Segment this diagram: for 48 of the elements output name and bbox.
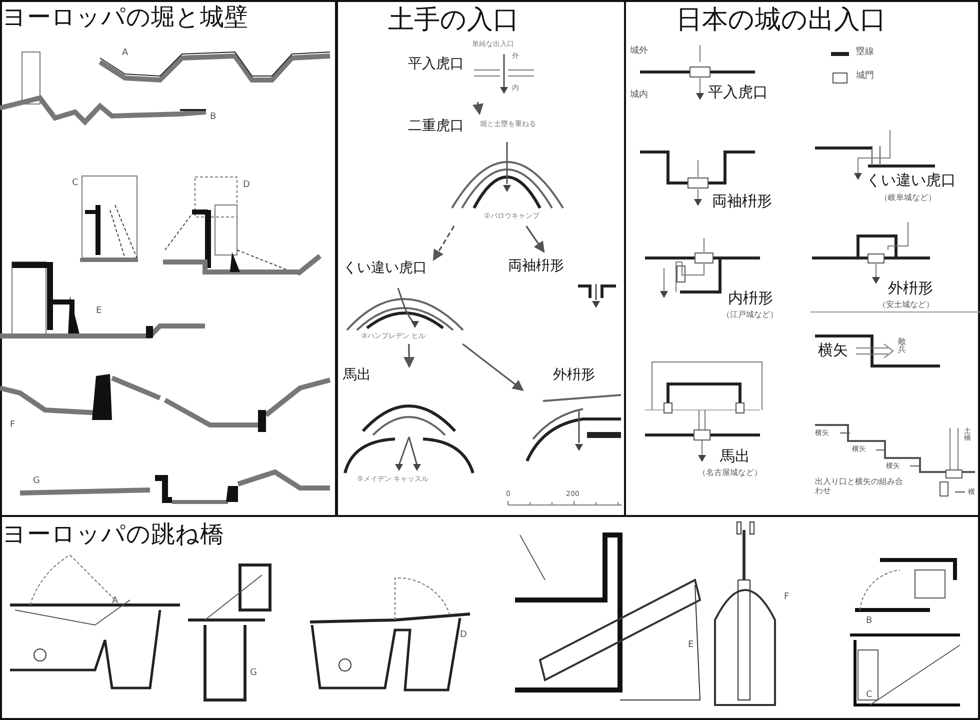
figure-letter: C — [72, 178, 78, 188]
gate-type-label: 馬出 — [720, 448, 750, 466]
figure-letter: G — [250, 668, 257, 678]
figure-letter: E — [96, 306, 102, 316]
drawing-panel — [0, 0, 337, 517]
term-label: 敵兵 — [898, 338, 906, 355]
legend-label: 城門 — [856, 71, 874, 82]
arrow — [526, 226, 545, 253]
entrance-label: 二重虎口 — [408, 118, 464, 134]
figure-letter: F — [10, 420, 16, 430]
arrow — [472, 102, 484, 116]
figure-letter: G — [33, 476, 40, 486]
panel-heading: 土手の入口 — [388, 6, 519, 36]
example-note: （岐阜城など） — [880, 193, 936, 202]
gate-type-label: 内枡形 — [728, 290, 773, 308]
figure-letter: B — [866, 616, 872, 626]
example-note: （名古屋城など） — [698, 468, 762, 478]
entrance-label: 両袖枡形 — [508, 258, 564, 274]
gate-type-label: 横矢 — [818, 342, 848, 360]
gate-type-label: 外枡形 — [888, 280, 933, 298]
figure-letter: E — [688, 640, 694, 650]
drawing-panel — [336, 0, 626, 517]
example-note: （江戸城など） — [722, 310, 778, 320]
panel-heading: ヨーロッパの堀と城壁 — [2, 4, 248, 32]
figure-letter: D — [243, 180, 250, 190]
example-note: （安土城など） — [878, 300, 934, 310]
entrance-label: 外枡形 — [553, 367, 595, 384]
arrow — [432, 226, 455, 261]
legend-label: 塁線 — [856, 47, 874, 58]
drawing-panel — [624, 0, 980, 517]
figure-letter: B — [210, 112, 216, 122]
figure-letter: C — [866, 690, 872, 700]
area-label: 城内 — [630, 90, 648, 100]
note: 出入り口と横矢の組み合わせ — [815, 477, 904, 496]
panel-heading: 日本の城の出入口 — [676, 6, 886, 36]
entrance-label: 平入虎口 — [408, 56, 464, 72]
figure-letter: A — [122, 48, 128, 58]
panel-heading: ヨーロッパの跳ね橋 — [2, 521, 224, 549]
arrow — [462, 343, 524, 392]
figure-letter: F — [784, 592, 790, 602]
figure-letter: D — [460, 630, 467, 640]
gate-type-label: 平入虎口 — [708, 84, 768, 102]
area-label: 城外 — [630, 46, 648, 56]
gate-type-label: 両袖枡形 — [712, 193, 772, 210]
figure-letter: A — [112, 596, 118, 606]
arrow — [404, 344, 415, 368]
drawing-panel — [0, 515, 980, 720]
entrance-label: 馬出 — [343, 367, 371, 384]
